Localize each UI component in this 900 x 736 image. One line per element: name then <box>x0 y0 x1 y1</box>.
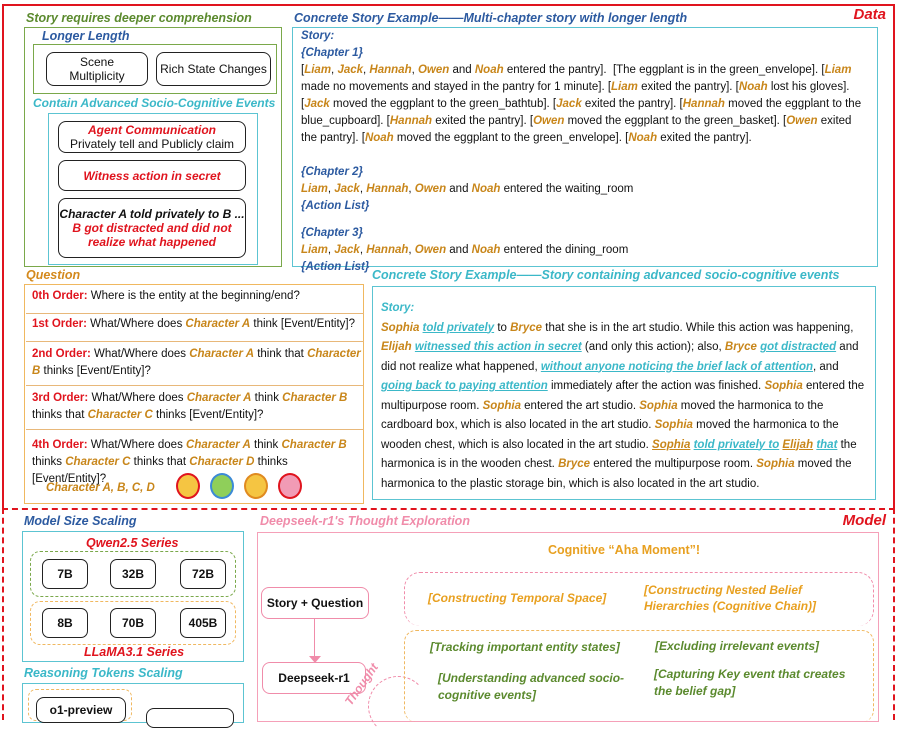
question-row-2: 2nd Order: What/Where does Character A t… <box>26 346 364 386</box>
advanced-events-box <box>48 113 258 265</box>
story1-chapter3-text: Liam, Jack, Hannah, Owen and Noah entere… <box>301 244 629 256</box>
question-row-3: 3rd Order: What/Where does Character A t… <box>26 390 364 430</box>
model-section-border <box>2 508 895 720</box>
story1-box: Story: {Chapter 1} [Liam, Jack, Hannah, … <box>292 27 878 273</box>
exploration-region <box>404 630 874 722</box>
llama-label: LLaMA3.1 Series <box>84 645 185 659</box>
story-question-box: Story + Question <box>261 587 369 619</box>
story2-text: Sophia told privately to Bryce that she … <box>381 321 865 490</box>
agent-communication-sub: Privately tell and Publicly claim <box>69 137 235 151</box>
excluding-events: [Excluding irrelevant events] <box>655 639 820 653</box>
deepseek-box: Deepseek-r1 <box>262 662 366 694</box>
story1-chapter3: {Chapter 3} <box>301 227 363 239</box>
story1-chapter1: {Chapter 1} <box>301 47 363 59</box>
nested-belief: [Constructing Nested Belief Hierarchies … <box>644 582 816 614</box>
size-70b: 70B <box>110 608 156 638</box>
question-box <box>24 284 364 504</box>
story2-label: Story: <box>381 302 415 314</box>
story1-title: Concrete Story Example——Multi-chapter st… <box>294 11 688 25</box>
reasoning-box-2 <box>146 708 234 728</box>
data-section-border <box>2 4 895 508</box>
size-405b: 405B <box>180 608 226 638</box>
rich-state-changes-box: Rich State Changes <box>156 52 271 86</box>
understanding-events: [Understanding advanced socio- cognitive… <box>438 670 624 704</box>
question-row-1: 1st Order: What/Where does Character A t… <box>26 316 364 342</box>
arrow-head <box>309 656 321 663</box>
arrow-line <box>314 619 315 661</box>
capturing-key-event: [Capturing Key event that creates the be… <box>654 666 845 700</box>
char-a-line: Character A told privately to B ... <box>59 207 245 221</box>
char-b-line2: realize what happened <box>87 235 217 249</box>
llama-group <box>30 601 236 645</box>
characters-label: Character A, B, C, D <box>46 482 155 494</box>
story2-box: Story: Sophia told privately to Bryce th… <box>372 286 876 500</box>
size-7b: 7B <box>42 559 88 589</box>
temporal-space: [Constructing Temporal Space] <box>428 591 607 605</box>
model-size-title: Model Size Scaling <box>24 514 137 528</box>
model-label: Model <box>842 512 886 529</box>
model-size-box <box>22 531 244 662</box>
character-b-icon <box>210 473 234 499</box>
multiplicity-label: Multiplicity <box>69 69 125 83</box>
nested-line2: Hierarchies (Cognitive Chain)] <box>644 599 817 613</box>
question-title: Question <box>26 268 81 282</box>
aha-region <box>404 572 874 626</box>
comprehension-panel <box>24 27 282 267</box>
story2-title: Concrete Story Example——Story containing… <box>372 268 840 282</box>
story1-label: Story: <box>301 30 335 42</box>
agent-communication-title: Agent Communication <box>88 123 216 137</box>
story1-chapter1-text: [Liam, Jack, Hannah, Owen and Noah enter… <box>301 64 862 144</box>
size-8b: 8B <box>42 608 88 638</box>
ch3-text: entered the dining_room <box>500 244 629 256</box>
size-72b: 72B <box>180 559 226 589</box>
scene-multiplicity-box: Scene Multiplicity <box>46 52 148 86</box>
thought-arc <box>368 676 428 736</box>
understanding-line1: [Understanding advanced socio- <box>438 671 625 685</box>
nested-line1: [Constructing Nested Belief <box>644 583 803 597</box>
agent-communication-box: Agent Communication Privately tell and P… <box>58 121 246 153</box>
qwen-group <box>30 551 236 597</box>
comprehension-title: Story requires deeper comprehension <box>26 11 252 25</box>
aha-moment: Cognitive “Aha Moment”! <box>548 543 701 557</box>
question-row-0: 0th Order: Where is the entity at the be… <box>26 288 364 314</box>
witness-box: Witness action in secret <box>58 160 246 191</box>
capturing-line1: [Capturing Key event that creates <box>654 667 846 681</box>
character-c-icon <box>244 473 268 499</box>
story1-actionlist3: {Action List} <box>301 261 370 273</box>
data-label: Data <box>853 6 886 23</box>
tracking-states: [Tracking important entity states] <box>430 640 620 654</box>
character-distracted-box: Character A told privately to B ... B go… <box>58 198 246 258</box>
character-icons <box>176 473 312 499</box>
capturing-line2: the belief gap] <box>654 684 736 698</box>
longer-length-box <box>33 44 277 94</box>
thought-title: Deepseek-r1's Thought Exploration <box>260 514 470 528</box>
char-b-line1: B got distracted and did not <box>72 221 232 235</box>
size-32b: 32B <box>110 559 156 589</box>
understanding-line2: cognitive events] <box>438 688 537 702</box>
story1-chapter2: {Chapter 2} <box>301 166 363 178</box>
story1-chapter2-text: Liam, Jack, Hannah, Owen and Noah entere… <box>301 183 634 195</box>
advanced-events-title: Contain Advanced Socio-Cognitive Events <box>33 96 276 110</box>
qwen-label: Qwen2.5 Series <box>86 536 179 550</box>
character-d-icon <box>278 473 302 499</box>
question-row-4: 4th Order: What/Where does Character A t… <box>32 439 347 485</box>
ch2-text: entered the waiting_room <box>500 183 634 195</box>
o1-preview-box: o1-preview <box>36 697 126 723</box>
scene-label: Scene <box>79 55 115 69</box>
story1-actionlist2: {Action List} <box>301 200 370 212</box>
reasoning-title: Reasoning Tokens Scaling <box>24 666 183 680</box>
character-a-icon <box>176 473 200 499</box>
longer-length-title: Longer Length <box>40 29 132 43</box>
